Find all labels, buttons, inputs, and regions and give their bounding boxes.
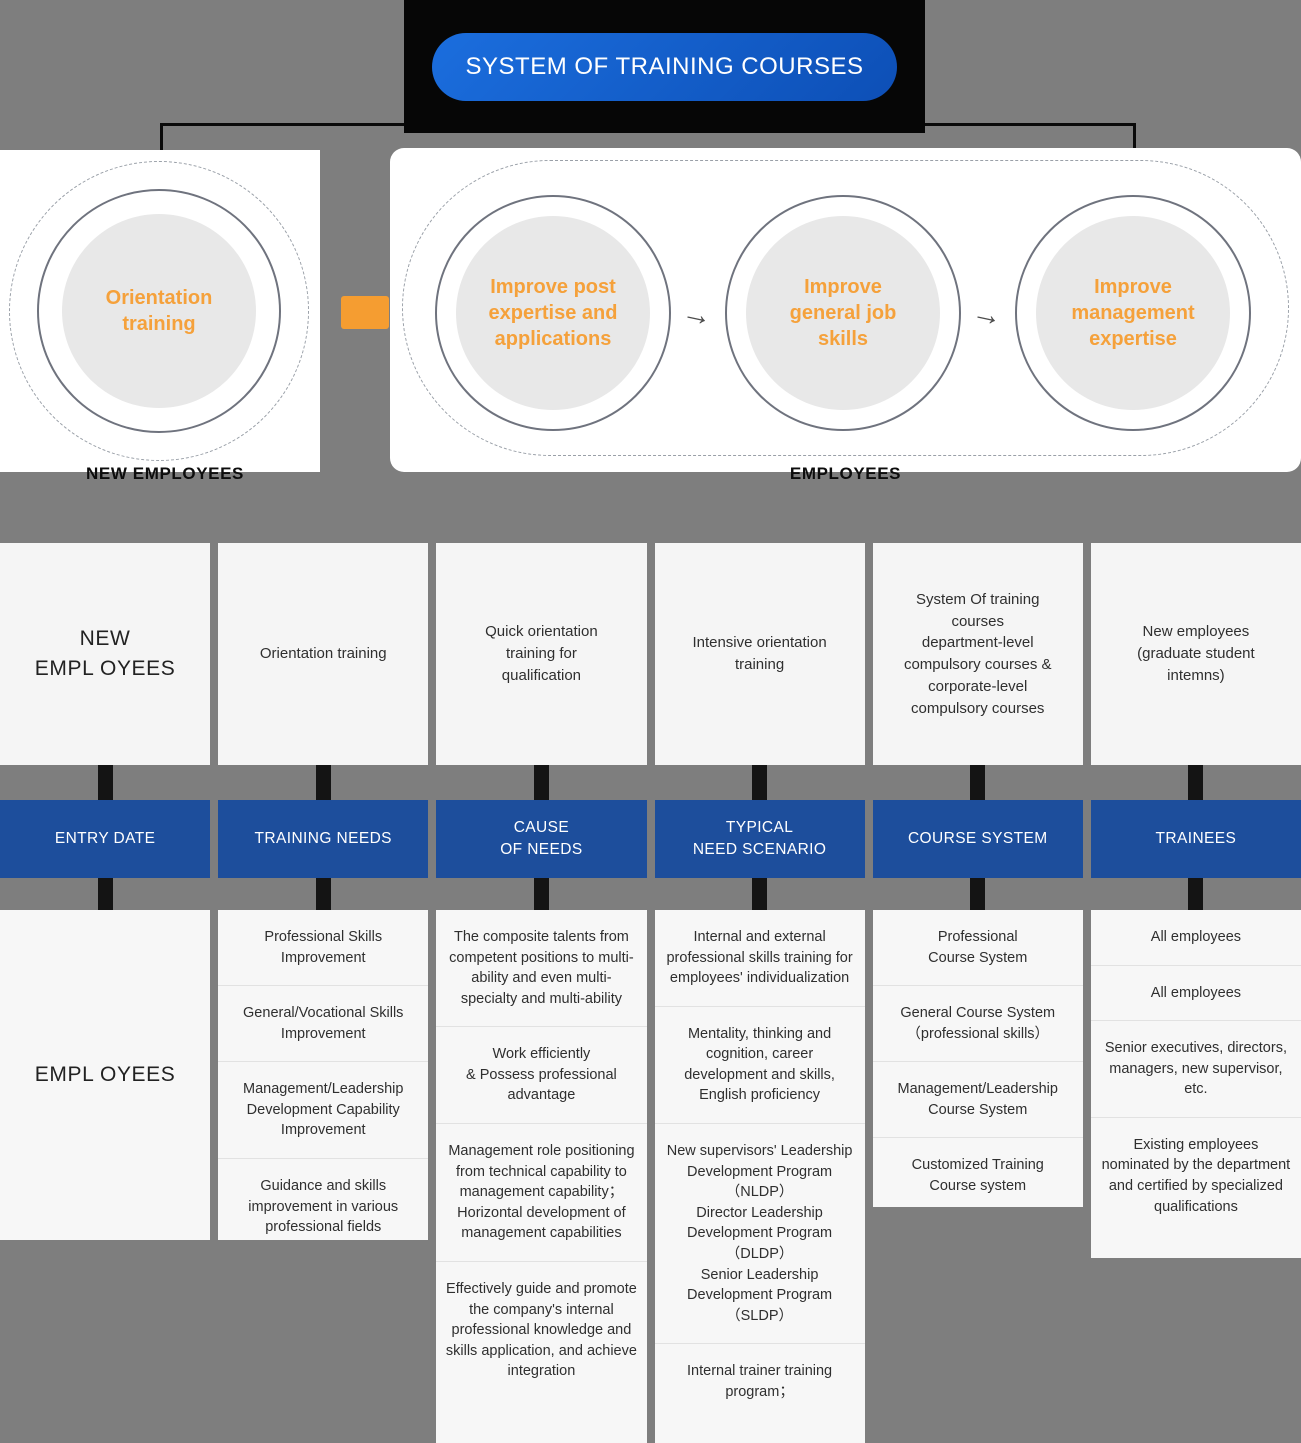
- employees-panel: Improve post expertise and applications …: [390, 148, 1301, 472]
- connector-line-right: [1133, 123, 1136, 151]
- list-item: General/Vocational Skills Improvement: [218, 985, 429, 1061]
- list-item: Management role positioning from technic…: [436, 1123, 647, 1261]
- list-item: Internal trainer training program；: [654, 1343, 865, 1419]
- header-cause-of-needs: CAUSE OF NEEDS: [436, 800, 647, 878]
- list-item: Work efficiently & Possess professional …: [436, 1026, 647, 1123]
- list-item: New supervisors' Leadership Development …: [654, 1123, 865, 1343]
- row3-course-system: Professional Course System General Cours…: [872, 910, 1083, 1207]
- connector-row-bottom: [0, 878, 1301, 910]
- row3-typical-need-scenario: Internal and external professional skill…: [654, 910, 865, 1443]
- list-item: All employees: [1150, 929, 1242, 945]
- row3-cause-of-needs: The composite talents from competent pos…: [436, 910, 647, 1443]
- list-item: General Course System （professional skil…: [872, 985, 1083, 1061]
- row3-training-needs: Professional Skills Improvement General/…: [218, 910, 429, 1240]
- header-typical-need-scenario: TYPICAL NEED SCENARIO: [654, 800, 865, 878]
- flow-connector-arrow: [341, 296, 389, 329]
- post-expertise-circle: Improve post expertise and applications: [435, 195, 671, 431]
- connector-bar: [752, 765, 768, 800]
- row3-trainees: All employees All employees Senior execu…: [1090, 910, 1301, 1258]
- management-expertise-circle: Improve management expertise: [1015, 195, 1251, 431]
- list-item: All employees: [1090, 964, 1301, 1021]
- header-entry-date: ENTRY DATE: [0, 800, 211, 878]
- management-expertise-label: Improve management expertise: [1071, 276, 1195, 350]
- list-item: Management/Leadership Course System: [872, 1061, 1083, 1137]
- list-item: Effectively guide and promote the compan…: [436, 1260, 647, 1399]
- connector-bar: [97, 878, 113, 910]
- orientation-circle-label: Orientation training: [105, 287, 213, 335]
- post-expertise-disc: Improve post expertise and applications: [456, 216, 650, 410]
- row1-orientation: Orientation training: [218, 543, 429, 765]
- connector-bar: [533, 765, 549, 800]
- row1-quick-orientation: Quick orientation training for qualifica…: [436, 543, 647, 765]
- dashed-capsule: [402, 160, 1289, 456]
- connector-bar: [315, 878, 331, 910]
- post-expertise-label: Improve post expertise and applications: [488, 276, 618, 350]
- management-expertise-disc: Improve management expertise: [1036, 216, 1230, 410]
- list-item: Professional Skills Improvement: [264, 929, 383, 966]
- list-item: Internal and external professional skill…: [666, 929, 853, 987]
- connector-bar: [970, 878, 986, 910]
- connector-bar: [752, 878, 768, 910]
- row3-employees: EMPL OYEES: [0, 910, 211, 1240]
- connector-bar: [1188, 878, 1204, 910]
- header-trainees: TRAINEES: [1090, 800, 1301, 878]
- orientation-disc: Orientation training: [62, 214, 256, 408]
- detail-row: EMPL OYEES Professional Skills Improveme…: [0, 910, 1301, 1443]
- list-item: Senior executives, directors, managers, …: [1090, 1020, 1301, 1117]
- header-course-system: COURSE SYSTEM: [872, 800, 1083, 878]
- employees-label: EMPLOYEES: [789, 464, 902, 483]
- list-item: Management/Leadership Development Capabi…: [218, 1061, 429, 1158]
- connector-bar: [315, 765, 331, 800]
- dashed-ring: [9, 161, 309, 461]
- banner-title: SYSTEM OF TRAINING COURSES: [431, 32, 898, 101]
- connector-row-top: [0, 765, 1301, 800]
- connector-bar: [970, 765, 986, 800]
- connector-bar: [533, 878, 549, 910]
- new-employees-panel: Orientation training: [0, 150, 320, 472]
- banner: SYSTEM OF TRAINING COURSES: [404, 0, 925, 133]
- employees-cell-label: EMPL OYEES: [34, 1063, 176, 1086]
- list-item: Professional Course System: [928, 929, 1028, 966]
- summary-row: NEW EMPL OYEES Orientation training Quic…: [0, 543, 1301, 765]
- orientation-circle: Orientation training: [37, 189, 281, 433]
- general-skills-label: Improve general job skills: [789, 276, 897, 350]
- row1-trainees: New employees (graduate student intemns): [1090, 543, 1301, 765]
- new-employees-label: NEW EMPLOYEES: [86, 464, 244, 483]
- header-training-needs: TRAINING NEEDS: [218, 800, 429, 878]
- list-item: Existing employees nominated by the depa…: [1090, 1116, 1301, 1234]
- connector-bar: [97, 765, 113, 800]
- header-row: ENTRY DATE TRAINING NEEDS CAUSE OF NEEDS…: [0, 800, 1301, 878]
- list-item: Guidance and skills improvement in vario…: [218, 1158, 429, 1240]
- row1-new-employees: NEW EMPL OYEES: [0, 543, 211, 765]
- general-skills-circle: Improve general job skills: [725, 195, 961, 431]
- list-item: The composite talents from competent pos…: [449, 929, 634, 1007]
- connector-line-left: [160, 123, 163, 153]
- list-item: Customized Training Course system: [872, 1137, 1083, 1207]
- general-skills-disc: Improve general job skills: [746, 216, 940, 410]
- list-item: Mentality, thinking and cognition, caree…: [654, 1005, 865, 1123]
- row1-course-system: System Of training courses department-le…: [872, 543, 1083, 765]
- row1-intensive-orientation: Intensive orientation training: [654, 543, 865, 765]
- connector-bar: [1188, 765, 1204, 800]
